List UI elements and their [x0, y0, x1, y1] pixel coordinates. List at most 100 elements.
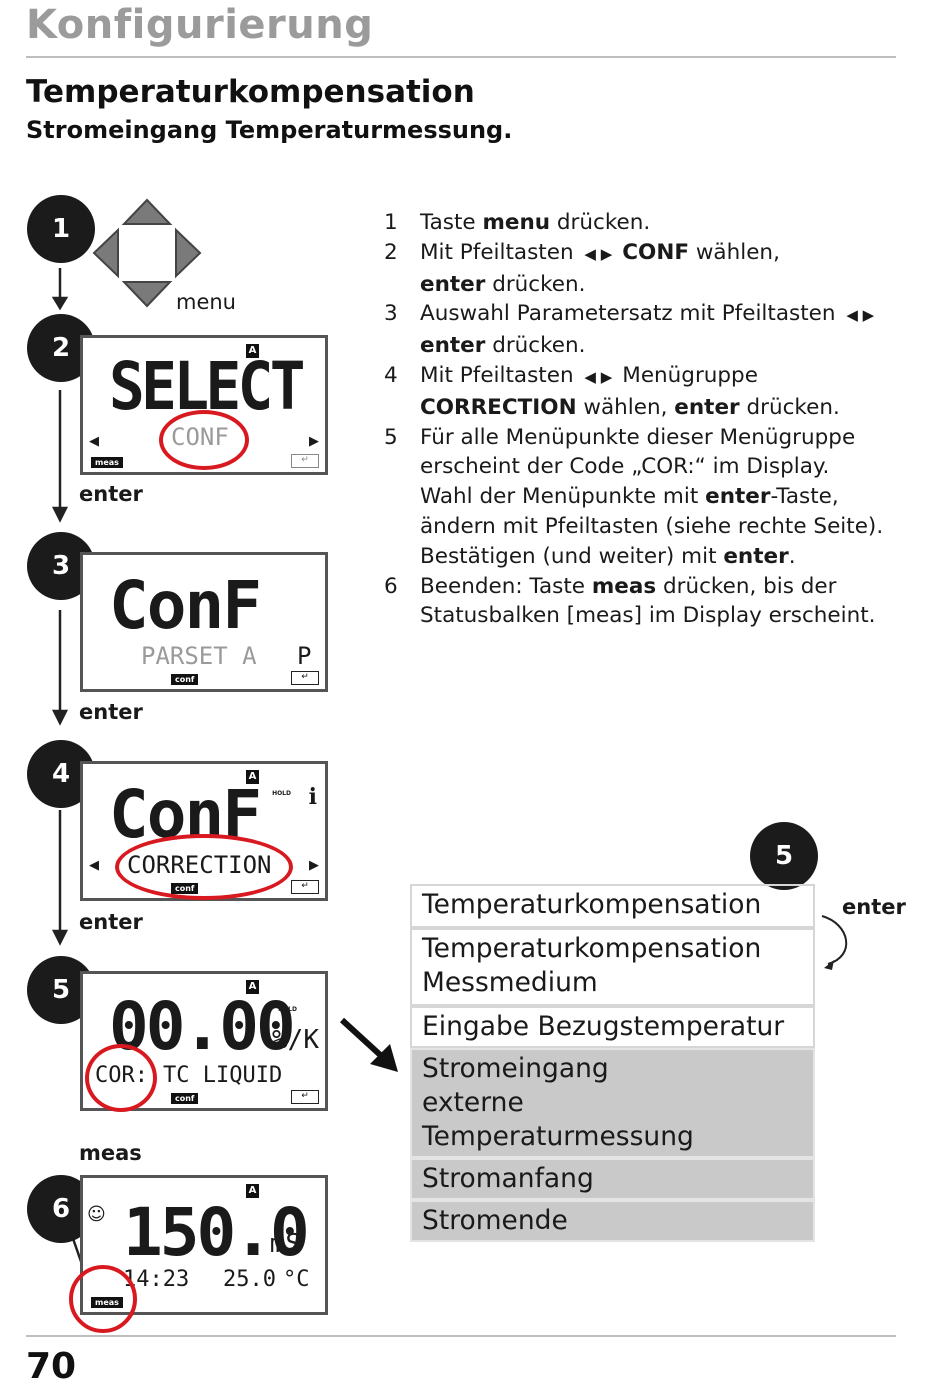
instruction-text: Mit Pfeiltasten ◀ ▶CONF wählen, [420, 239, 780, 265]
instruction-row: 2 Mit Pfeiltasten ◀ ▶CONF wählen, [384, 238, 884, 270]
status-bar: conf [171, 674, 199, 685]
instruction-text: Taste menu drücken. [420, 210, 651, 235]
footer-rule [26, 1335, 896, 1337]
lcd-sub-text: PARSET A [141, 642, 257, 670]
menu-item-highlighted: Stromanfang [410, 1158, 815, 1200]
highlight-ring [85, 1044, 157, 1112]
instruction-text: CORRECTION wählen, enter drücken. [420, 394, 840, 420]
menu-item-highlighted: Stromende [410, 1200, 815, 1242]
enter-label: enter [79, 482, 143, 506]
instruction-number [384, 512, 420, 542]
step-circle-1: 1 [27, 195, 95, 263]
badge-a: A [246, 770, 259, 784]
lcd-main-text: ConF [109, 567, 262, 644]
hold-icon: HOLD [272, 790, 291, 797]
lcd-display-conf: ConF PARSET A P conf ↵ [80, 552, 328, 692]
instruction-number: 1 [384, 210, 398, 235]
instruction-text: Auswahl Parametersatz mit Pfeiltasten ◀ … [420, 301, 875, 327]
instruction-number [384, 482, 420, 512]
lcd-right-arrow-icon: ▶ [309, 434, 319, 449]
instruction-row: CORRECTION wählen, enter drücken. [384, 393, 884, 423]
instruction-number [384, 331, 420, 361]
instruction-number [384, 542, 420, 572]
highlight-ring [159, 410, 249, 470]
lcd-left-arrow-icon: ◀ [89, 434, 99, 449]
arrow-down-key-icon [121, 281, 173, 308]
pointer-arrow-icon [339, 1017, 398, 1072]
lcd-main-text: 150.0 [123, 1194, 310, 1271]
enter-label: enter [79, 700, 143, 724]
info-icon: i [308, 784, 317, 810]
instruction-number: 5 [384, 424, 398, 450]
instruction-row: erscheint der Code „COR:“ im Display. [384, 452, 884, 482]
instruction-text: Wahl der Menüpunkte mit enter-Taste, [420, 484, 839, 510]
instruction-row: 1 Taste menu drücken. [384, 208, 884, 238]
instruction-row: 6 Beenden: Taste meas drücken, bis der [384, 572, 884, 602]
badge-a: A [246, 344, 259, 358]
arrow-keys-icon: ◀ ▶ [584, 367, 613, 386]
instruction-row: enter drücken. [384, 331, 884, 361]
loop-arrow-icon [821, 915, 848, 970]
return-icon: ↵ [291, 880, 319, 894]
instruction-number [384, 452, 420, 482]
instruction-row: Bestätigen (und weiter) mit enter. [384, 542, 884, 572]
section-title: Konfigurierung [26, 2, 374, 48]
lcd-right-arrow-icon: ▶ [309, 858, 319, 873]
lcd-unit: mS [269, 1229, 301, 1259]
lcd-display-select: A SELECT CONF ◀ ▶ meas ↵ [80, 335, 328, 475]
badge-a: A [246, 980, 259, 994]
lcd-sub-text: TC LIQUID [163, 1063, 283, 1088]
instruction-row: Statusbalken [meas] im Display erscheint… [384, 601, 884, 631]
menu-key-label: menu [176, 290, 236, 314]
instruction-row: Wahl der Menüpunkte mit enter-Taste, [384, 482, 884, 512]
menu-item: Eingabe Bezugstemperatur [410, 1006, 815, 1048]
instruction-text: enter drücken. [420, 271, 586, 297]
instruction-text: erscheint der Code „COR:“ im Display. [420, 454, 830, 480]
instruction-row: ändern mit Pfeiltasten (siehe rechte Sei… [384, 512, 884, 542]
meas-label: meas [79, 1141, 142, 1165]
menu-table: Temperaturkompensation Temperaturkompens… [410, 884, 815, 1244]
keypad-icon [92, 198, 202, 308]
lcd-unit: %/K [272, 1025, 319, 1055]
lcd-left-arrow-icon: ◀ [89, 858, 99, 873]
instruction-number [384, 270, 420, 300]
instruction-number: 3 [384, 301, 398, 327]
smiley-icon: ☺ [87, 1204, 106, 1225]
enter-label-table: enter [842, 895, 906, 919]
lcd-display-cor: A 00.00 HOLD %/K COR: TC LIQUID conf ↵ [80, 971, 328, 1112]
instruction-number: 4 [384, 362, 398, 388]
status-bar: conf [171, 1093, 199, 1104]
arrow-right-key-icon [175, 227, 202, 279]
instruction-row: enter drücken. [384, 270, 884, 300]
instruction-number: 2 [384, 239, 398, 265]
instruction-row: 3 Auswahl Parametersatz mit Pfeiltasten ◀… [384, 299, 884, 331]
instruction-text: enter drücken. [420, 333, 586, 359]
lcd-temp-text: 25.0 [223, 1267, 276, 1292]
instruction-text: Beenden: Taste meas drücken, bis der [420, 573, 837, 599]
arrow-left-key-icon [92, 227, 119, 279]
highlight-ring [69, 1265, 137, 1333]
page-title: Temperaturkompensation [26, 74, 475, 110]
arrow-up-key-icon [121, 198, 173, 225]
menu-item: Temperaturkompensation [410, 884, 815, 928]
arrow-keys-icon: ◀ ▶ [846, 306, 875, 325]
status-bar: conf [171, 883, 199, 894]
step-circle-5-table: 5 [750, 822, 818, 890]
return-icon: ↵ [291, 454, 319, 468]
arrow-keys-icon: ◀ ▶ [584, 244, 613, 263]
badge-a: A [246, 1184, 259, 1198]
hold-icon: HOLD [278, 1006, 297, 1013]
page-number: 70 [26, 1346, 77, 1387]
instruction-text: Für alle Menüpunkte dieser Menügruppe [420, 424, 856, 450]
enter-label: enter [79, 910, 143, 934]
status-bar: meas [91, 457, 123, 468]
return-icon: ↵ [291, 671, 319, 685]
highlight-ring [115, 834, 293, 900]
instruction-number: 6 [384, 573, 398, 599]
instruction-text: Bestätigen (und weiter) mit enter. [420, 543, 796, 569]
menu-item-highlighted: Stromeingang externe Temperaturmessung (… [410, 1048, 815, 1158]
lcd-main-text: SELECT [109, 348, 306, 425]
lcd-display-correction: A ConF HOLD i CORRECTION ◀ ▶ conf ↵ [80, 761, 328, 901]
instruction-text: Mit Pfeiltasten ◀ ▶Menügruppe [420, 362, 758, 388]
